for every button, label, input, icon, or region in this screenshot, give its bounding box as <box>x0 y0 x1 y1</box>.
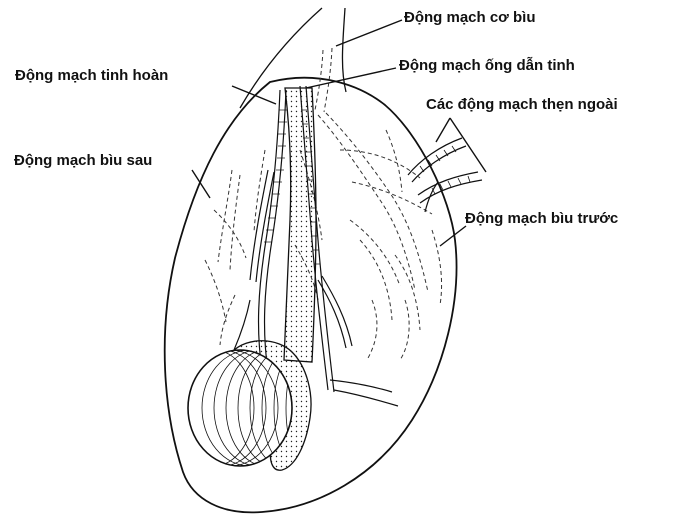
label-external-pudendal-arteries: Các động mạch thẹn ngoài <box>426 96 618 114</box>
label-testicular-artery: Động mạch tinh hoàn <box>15 67 168 85</box>
label-anterior-scrotal-artery: Động mạch bìu trước <box>465 210 618 228</box>
leader-cremasteric <box>336 20 402 46</box>
label-vas-deferens-artery: Động mạch ống dẫn tinh <box>399 57 575 75</box>
label-cremasteric-artery: Động mạch cơ bìu <box>404 9 536 27</box>
leader-external-pudendal <box>436 118 486 172</box>
label-posterior-scrotal-artery: Động mạch bìu sau <box>14 152 152 170</box>
